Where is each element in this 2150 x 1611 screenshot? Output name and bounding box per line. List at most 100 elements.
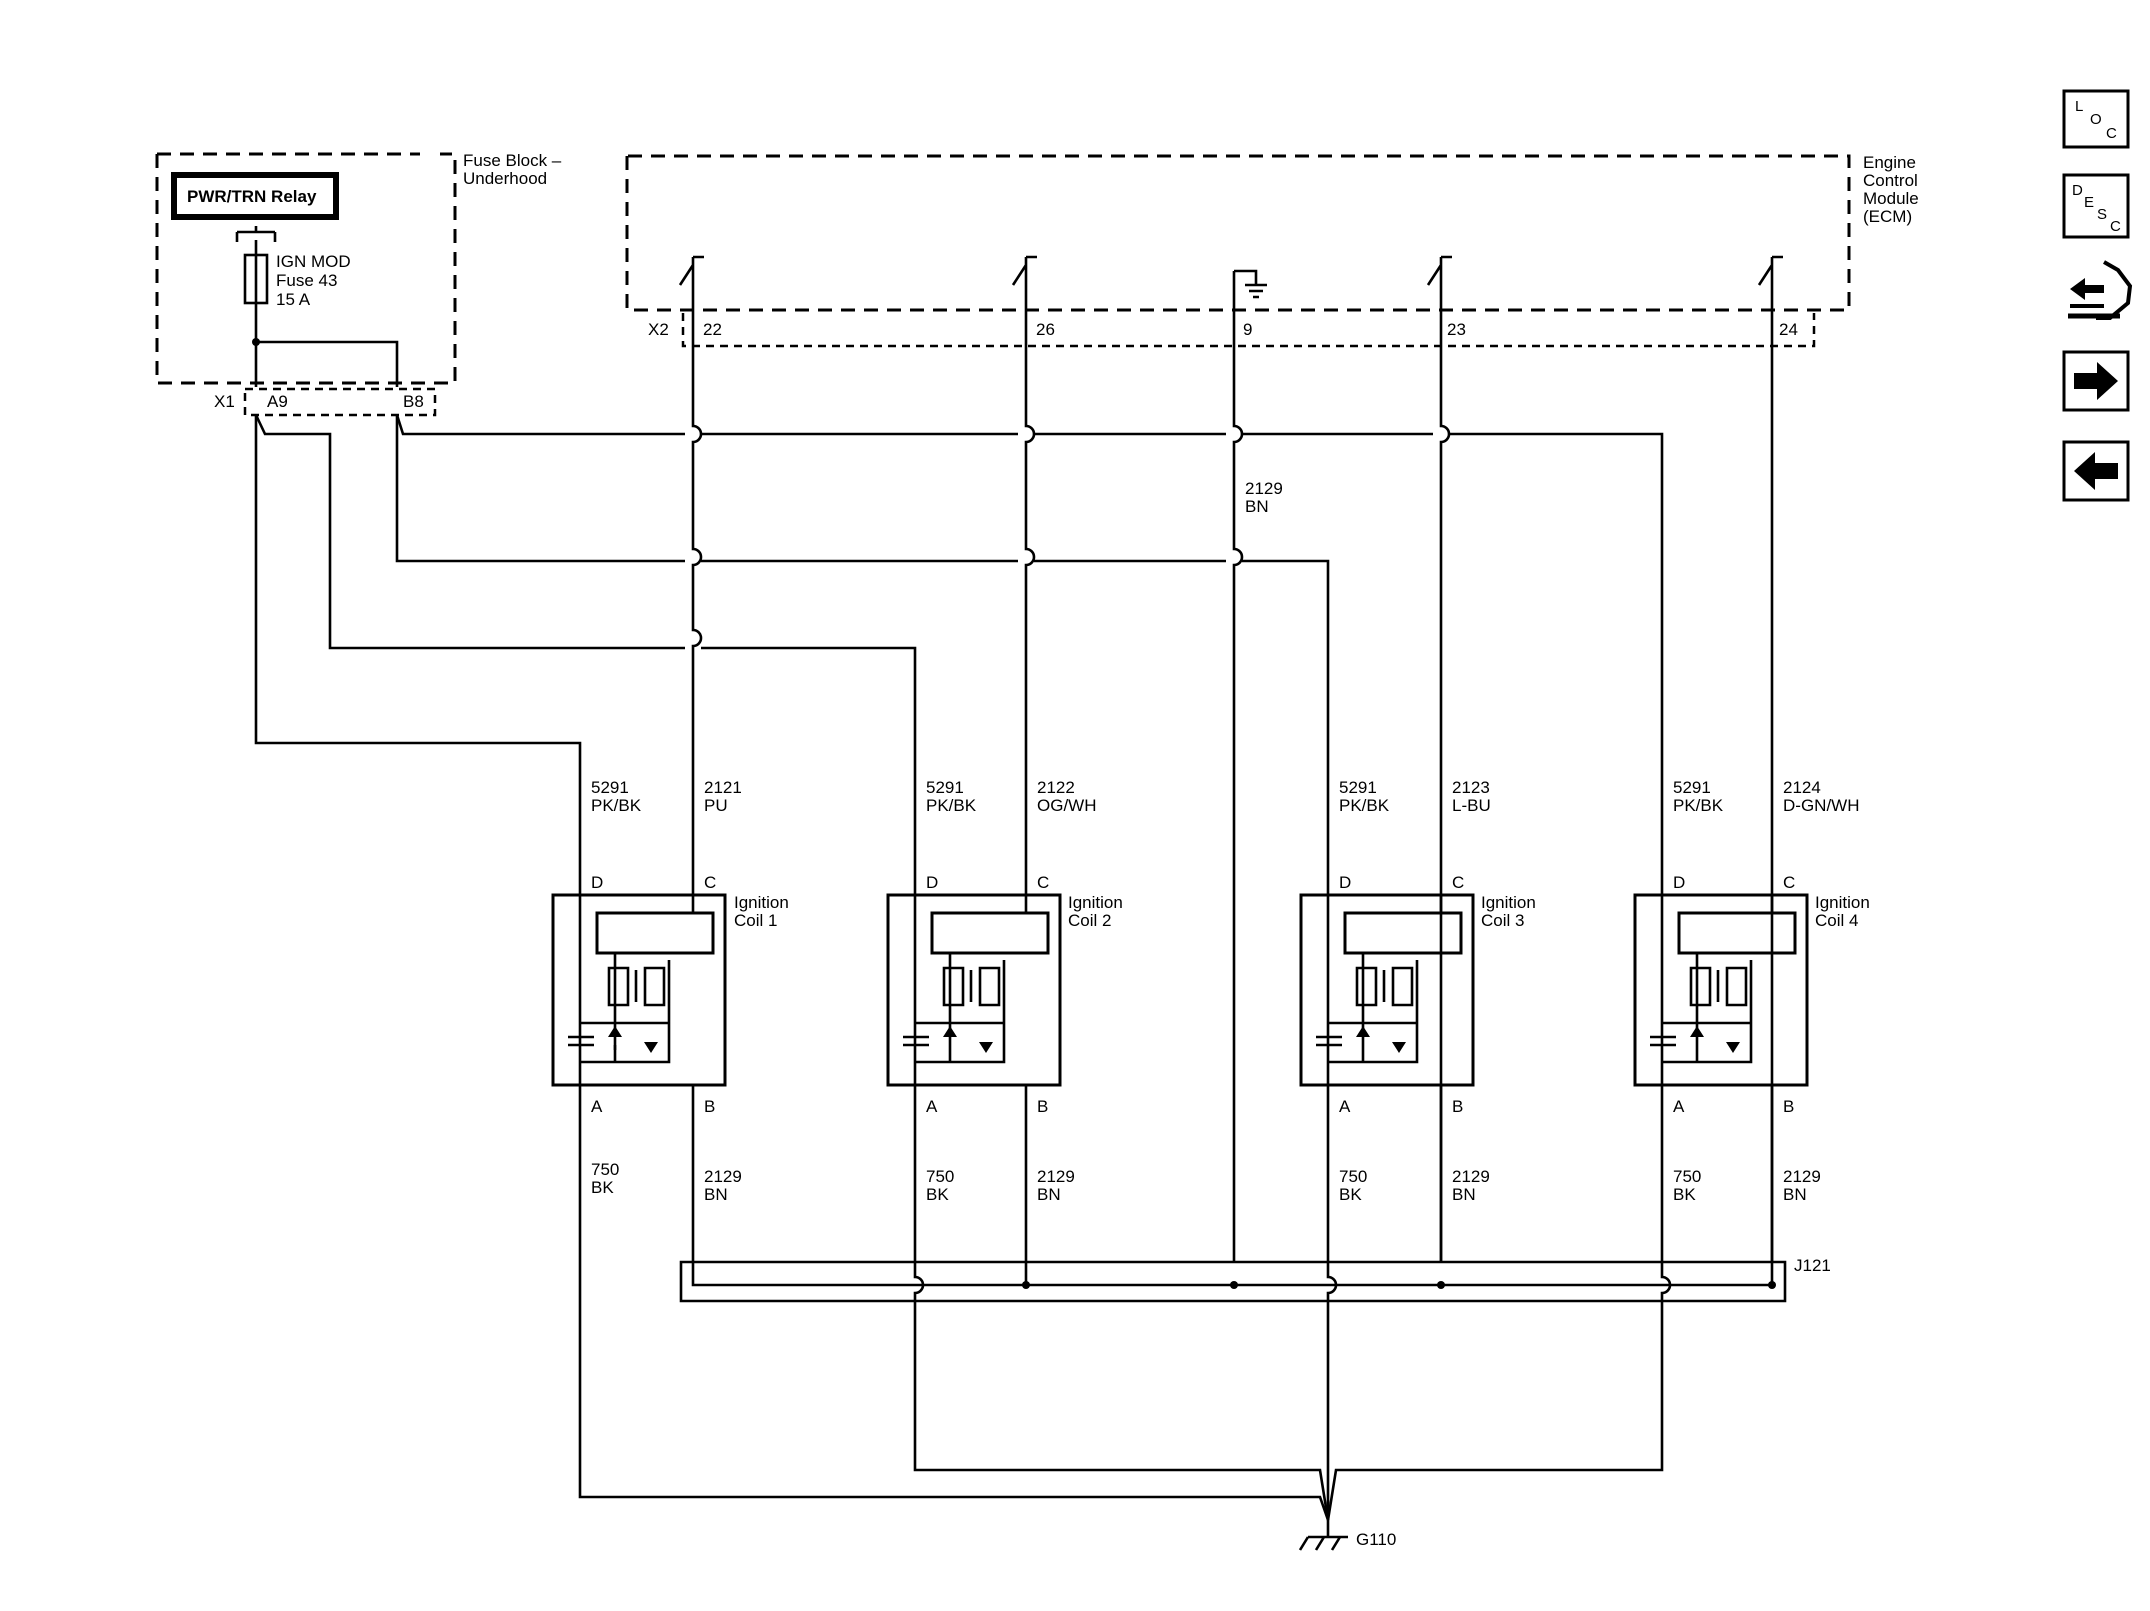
fuse-block-subtitle: Underhood [463, 169, 547, 188]
coil3-a-color: BK [1339, 1185, 1362, 1204]
coil3-pin-d: D [1339, 873, 1351, 892]
x2-connector-label: X2 [648, 320, 669, 339]
coil4-pin-d: D [1673, 873, 1685, 892]
coil-labels: 5291 PK/BK 2121 PU D C Ignition Coil 1 A… [591, 778, 1870, 1204]
coil2-a-circuit: 750 [926, 1167, 954, 1186]
coil4-name-1: Ignition [1815, 893, 1870, 912]
ignition-coil-2 [886, 893, 1062, 1087]
coil2-d-circuit: 5291 [926, 778, 964, 797]
coil3-name-1: Ignition [1481, 893, 1536, 912]
connector-view-icon[interactable] [2068, 260, 2133, 320]
coil4-pin-c: C [1783, 873, 1795, 892]
pin-b8-label: B8 [403, 392, 424, 411]
next-arrow-icon[interactable] [2062, 350, 2130, 412]
ecm-pin-22: 22 [703, 320, 722, 339]
coil4-b-circuit: 2129 [1783, 1167, 1821, 1186]
coil3-b-circuit: 2129 [1452, 1167, 1490, 1186]
coil3-d-circuit: 5291 [1339, 778, 1377, 797]
loc-letter-c: C [2106, 125, 2117, 142]
ignition-coil-4 [1633, 893, 1809, 1087]
ground-label: G110 [1356, 1530, 1396, 1549]
description-button[interactable]: D E S C [2062, 173, 2130, 239]
coil3-pin-a: A [1339, 1097, 1351, 1116]
coil3-c-circuit: 2123 [1452, 778, 1490, 797]
coil2-name-1: Ignition [1068, 893, 1123, 912]
coil2-c-circuit: 2122 [1037, 778, 1075, 797]
ignition-coil-3 [1299, 893, 1475, 1087]
coil1-name-1: Ignition [734, 893, 789, 912]
relay-box [171, 172, 339, 220]
coil1-name-2: Coil 1 [734, 911, 777, 930]
ecm-pin-26: 26 [1036, 320, 1055, 339]
fuse-block-title: Fuse Block – [463, 151, 562, 170]
engine-control-module: Engine Control Module (ECM) X2 22 26 9 2… [625, 153, 1919, 348]
pin-a9-label: A9 [267, 392, 288, 411]
relay-label: PWR/TRN Relay [187, 187, 317, 206]
ground-g110: G110 [578, 1085, 1672, 1551]
coil2-pin-b: B [1037, 1097, 1048, 1116]
ecm-ground-circuit: 2129 [1245, 479, 1283, 498]
coil1-b-circuit: 2129 [704, 1167, 742, 1186]
x1-connector-label: X1 [214, 392, 235, 411]
coil3-c-color: L-BU [1452, 796, 1491, 815]
fuse-name: IGN MOD [276, 252, 351, 271]
coil4-c-circuit: 2124 [1783, 778, 1821, 797]
loc-letter-l: L [2075, 98, 2083, 115]
coil3-b-color: BN [1452, 1185, 1476, 1204]
coil1-pin-d: D [591, 873, 603, 892]
ecm-pin-24: 24 [1779, 320, 1798, 339]
coil1-b-color: BN [704, 1185, 728, 1204]
ecm-title-3: Module [1863, 189, 1919, 208]
coil3-d-color: PK/BK [1339, 796, 1390, 815]
location-button[interactable]: L O C [2062, 89, 2130, 149]
fuse-block: Fuse Block – Underhood PWR/TRN Relay IGN… [155, 151, 562, 417]
coil4-d-circuit: 5291 [1673, 778, 1711, 797]
coil1-d-color: PK/BK [591, 796, 642, 815]
coil2-pin-c: C [1037, 873, 1049, 892]
coil4-a-circuit: 750 [1673, 1167, 1701, 1186]
coil4-name-2: Coil 4 [1815, 911, 1858, 930]
coil1-pin-c: C [704, 873, 716, 892]
coil2-c-color: OG/WH [1037, 796, 1097, 815]
coil4-d-color: PK/BK [1673, 796, 1724, 815]
coil4-c-color: D-GN/WH [1783, 796, 1859, 815]
coil2-a-color: BK [926, 1185, 949, 1204]
ecm-pin-9: 9 [1243, 320, 1252, 339]
coil2-d-color: PK/BK [926, 796, 977, 815]
coil4-b-color: BN [1783, 1185, 1807, 1204]
previous-arrow-icon[interactable] [2062, 440, 2130, 502]
ecm-pin-23: 23 [1447, 320, 1466, 339]
desc-letter-d: D [2072, 182, 2083, 199]
splice-j121: J121 [679, 1085, 1831, 1303]
coil1-a-color: BK [591, 1178, 614, 1197]
coil1-pin-a: A [591, 1097, 603, 1116]
coil4-pin-b: B [1783, 1097, 1794, 1116]
ignition-coil-1 [551, 893, 727, 1087]
desc-letter-e: E [2084, 194, 2094, 211]
coil3-name-2: Coil 3 [1481, 911, 1524, 930]
desc-letter-c: C [2110, 218, 2121, 235]
coil2-b-circuit: 2129 [1037, 1167, 1075, 1186]
ecm-title-2: Control [1863, 171, 1918, 190]
coil3-pin-c: C [1452, 873, 1464, 892]
coil2-pin-a: A [926, 1097, 938, 1116]
coil4-a-color: BK [1673, 1185, 1696, 1204]
coil1-pin-b: B [704, 1097, 715, 1116]
coil2-b-color: BN [1037, 1185, 1061, 1204]
coil1-c-color: PU [704, 796, 728, 815]
coil2-pin-d: D [926, 873, 938, 892]
coil1-d-circuit: 5291 [591, 778, 629, 797]
loc-letter-o: O [2090, 111, 2102, 128]
splice-label: J121 [1794, 1256, 1831, 1275]
ecm-ground-color: BN [1245, 497, 1269, 516]
wires [254, 295, 1774, 1285]
coil1-a-circuit: 750 [591, 1160, 619, 1179]
fuse-number: Fuse 43 [276, 271, 337, 290]
ecm-title-1: Engine [1863, 153, 1916, 172]
coil4-pin-a: A [1673, 1097, 1685, 1116]
coil2-name-2: Coil 2 [1068, 911, 1111, 930]
fuse-rating: 15 A [276, 290, 311, 309]
coil1-c-circuit: 2121 [704, 778, 742, 797]
coil3-pin-b: B [1452, 1097, 1463, 1116]
